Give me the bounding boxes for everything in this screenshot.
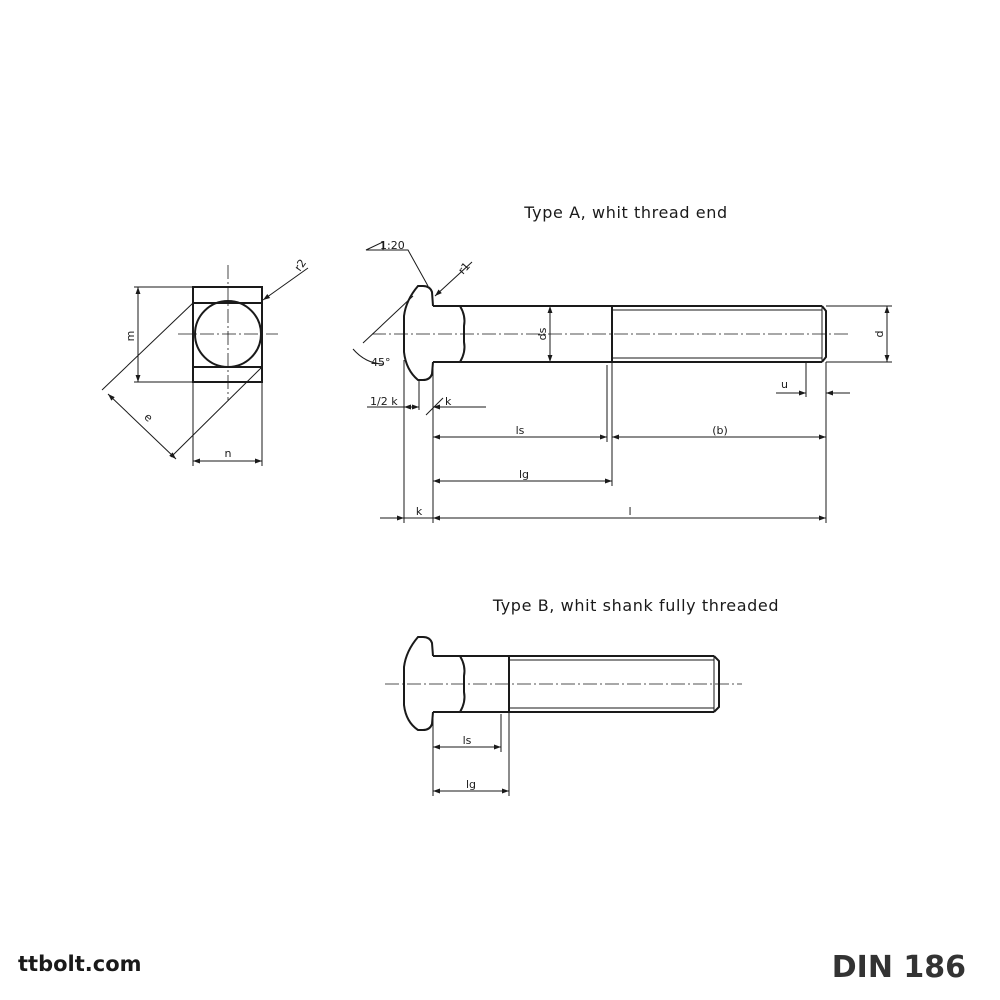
n-label: n [225,447,232,460]
half-k-label: 1/2 k [370,395,398,408]
e-label: e [141,410,155,424]
angle-ref-line [362,295,414,344]
m-label: m [124,331,137,342]
r1-leader [434,261,473,297]
b-label: (b) [712,424,728,437]
d-label: d [873,331,886,338]
type-a-view: Type A, whit thread end 1:20 r1 45° ds [352,203,892,523]
k-small-tick [425,397,444,416]
u-label: u [781,378,788,391]
k-small-label: k [445,395,452,408]
e-dimension-line [107,393,177,460]
type-b-ls-label: ls [463,734,472,747]
brand-watermark: ttbolt.com [18,952,142,976]
type-b-head-outline [403,636,434,731]
angle-label: 45° [371,356,391,369]
ls-label: ls [516,424,525,437]
end-view: m e n r2 [101,257,309,466]
e-extension-2 [170,366,263,458]
type-b-lg-label: lg [466,778,476,791]
e-extension-1 [101,302,194,391]
taper-label: 1:20 [380,239,405,252]
r2-label: r2 [292,257,309,274]
standard-label: DIN 186 [831,950,966,985]
lg-label: lg [519,468,529,481]
k-label: k [416,505,423,518]
taper-symbol-leader [365,241,429,287]
type-a-title: Type A, whit thread end [523,203,727,222]
head-square-outline [192,286,263,383]
type-b-view: Type B, whit shank fully threaded ls lg [385,596,779,796]
ds-label: ds [536,327,549,340]
type-b-title: Type B, whit shank fully threaded [492,596,779,615]
l-label: l [628,505,631,518]
angle-arc [352,348,385,365]
r2-leader [262,267,309,301]
